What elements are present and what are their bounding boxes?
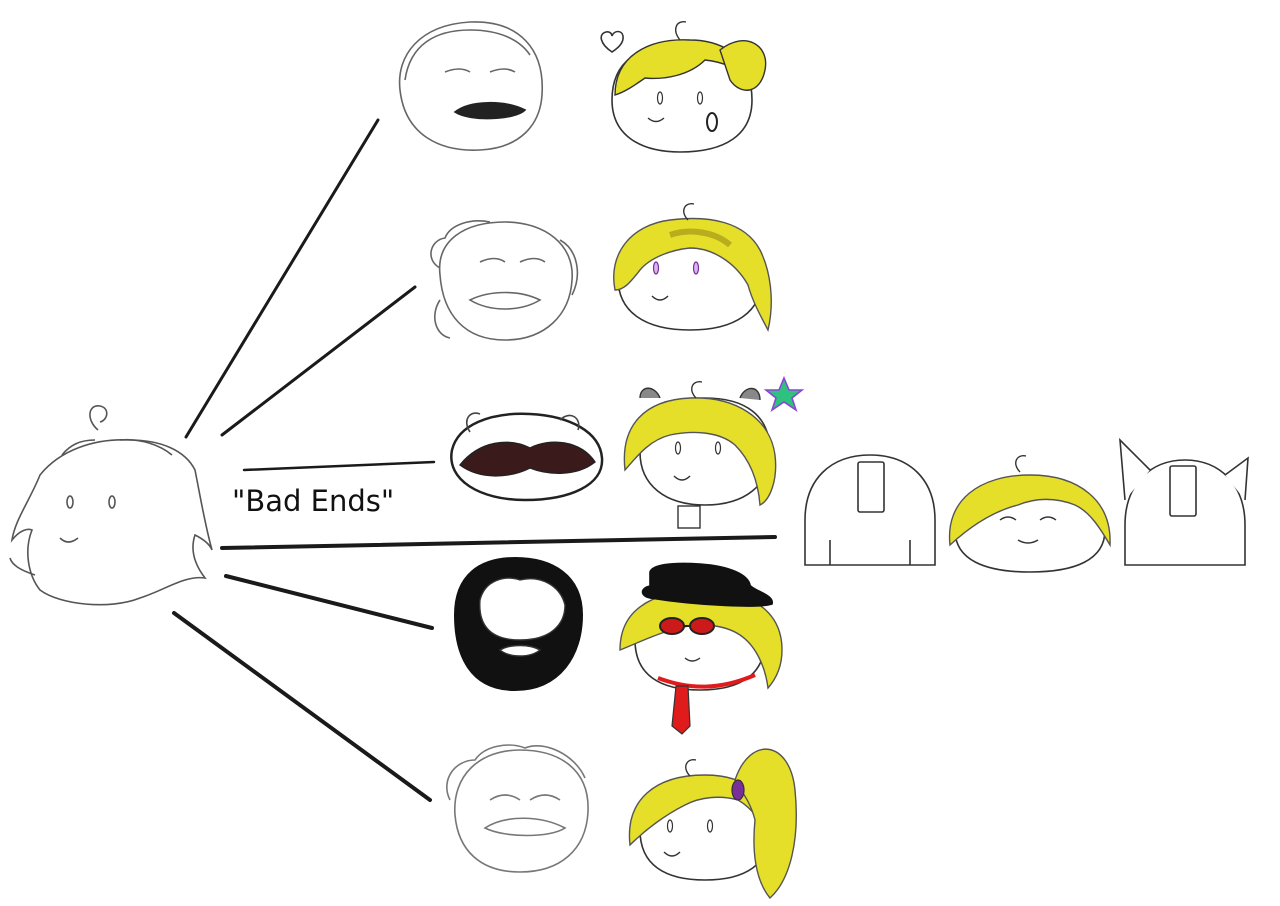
blonde-character-2 — [613, 203, 772, 332]
blonde-character-3 — [623, 381, 777, 529]
father-figure-3 — [450, 412, 604, 502]
father-figure-2 — [430, 220, 579, 341]
glasses-icon — [659, 617, 715, 635]
helmet-head-left — [804, 454, 936, 566]
blonde-character-5 — [628, 748, 797, 900]
father-figure-5 — [446, 744, 589, 873]
branch-lines — [172, 118, 777, 802]
blonde-character-center — [948, 455, 1111, 573]
bad-ends-caption: "Bad Ends" — [232, 484, 395, 518]
central-character-head — [9, 405, 213, 606]
tie-icon — [671, 685, 691, 735]
father-figure-1 — [398, 21, 543, 151]
blonde-character-4 — [619, 562, 783, 735]
helmet-head-right — [1119, 437, 1249, 566]
branch-line-6 — [172, 611, 432, 802]
branch-line-4-main — [220, 535, 777, 550]
branch-line-3 — [242, 460, 436, 472]
hat-icon — [641, 562, 773, 607]
branch-line-1 — [184, 118, 380, 439]
blonde-character-1 — [611, 21, 767, 153]
branch-line-5 — [224, 574, 434, 630]
father-figure-4 — [453, 556, 584, 692]
branch-line-2 — [220, 285, 417, 437]
sparkle-star-icon — [763, 375, 805, 412]
heart-icon — [600, 30, 624, 53]
